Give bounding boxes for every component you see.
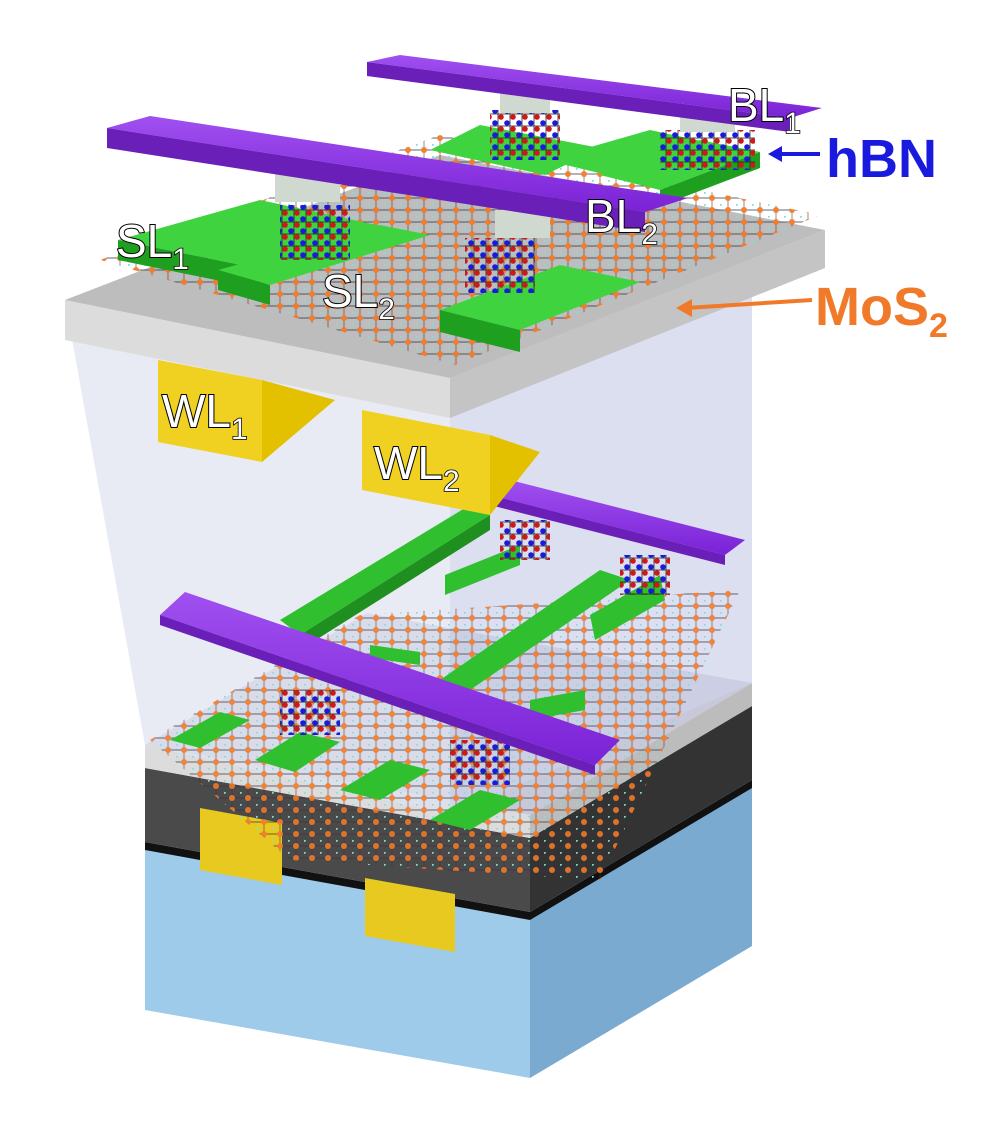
sl2-label: SL2 [321, 265, 396, 326]
sl1-label: SL1 [115, 215, 190, 276]
top-tier-bitlines [107, 55, 822, 232]
hbn-arrow [768, 146, 820, 162]
wl2-label: WL2 [373, 437, 460, 498]
bottom-tier-bitlines [160, 480, 745, 775]
bottom-tier-hbn [280, 520, 670, 785]
wl1-label: WL1 [161, 385, 248, 446]
bottom-wordline-blocks [200, 808, 455, 952]
top-wordlines [158, 360, 540, 515]
hbn-annotation: hBN [826, 129, 937, 189]
top-tier-hbn [280, 110, 755, 293]
bl2-label: BL2 [584, 190, 659, 251]
mos2-arrow [676, 298, 813, 317]
mos2-annotation: MoS2 [815, 277, 948, 345]
bl1-label: BL1 [727, 79, 802, 140]
